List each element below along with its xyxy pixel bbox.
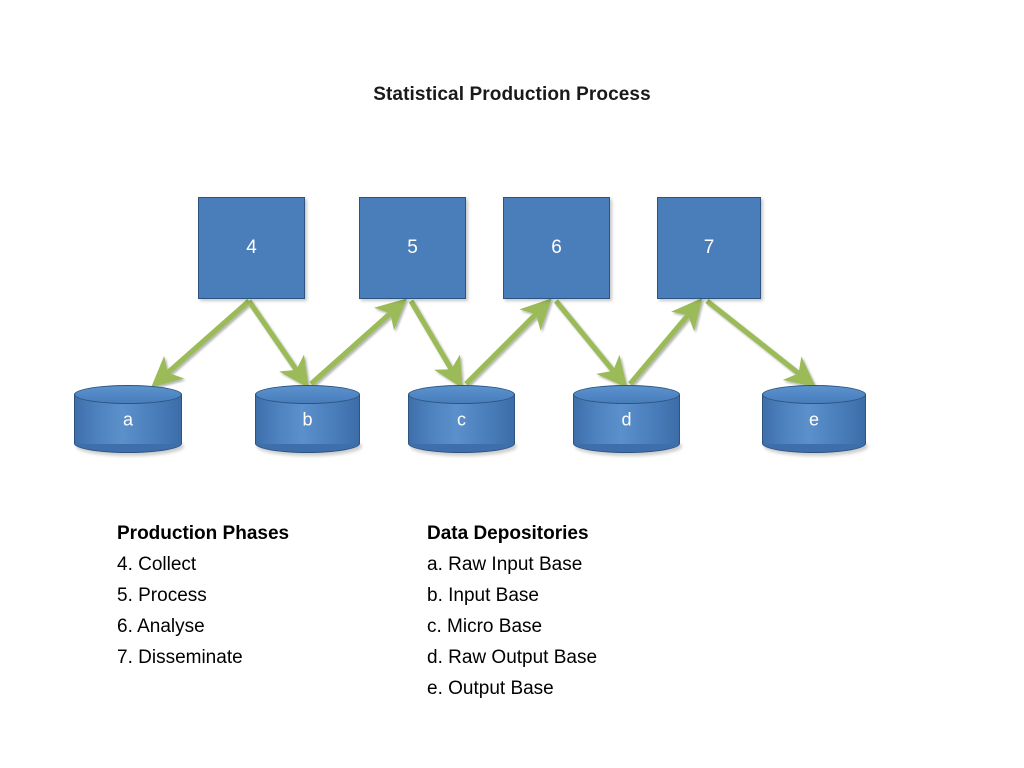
depository-cylinder-b[interactable]: b: [255, 385, 360, 453]
legend-item: 7. Disseminate: [117, 647, 243, 668]
legend-item: a. Raw Input Base: [427, 554, 583, 575]
process-box-7[interactable]: 7: [657, 197, 761, 299]
cylinder-top-ellipse: [573, 385, 680, 404]
depository-cylinder-c[interactable]: c: [408, 385, 515, 453]
cylinder-body: [408, 394, 515, 444]
page-title: Statistical Production Process: [373, 84, 651, 105]
legend-item: d. Raw Output Base: [427, 647, 598, 668]
legend-item: 4. Collect: [117, 554, 197, 575]
depository-cylinder-a[interactable]: a: [74, 385, 182, 453]
legend-data-depositories: Data Depositories a. Raw Input Base b. I…: [427, 518, 597, 704]
depository-cylinder-e[interactable]: e: [762, 385, 866, 453]
exchange-arrows: [151, 298, 817, 389]
process-box-label: 5: [407, 237, 418, 258]
process-box-6[interactable]: 6: [503, 197, 610, 299]
exchange-arrow-7-to-e: [705, 298, 817, 388]
legend-item: c. Micro Base: [427, 616, 543, 637]
exchange-arrow-d-to-7: [628, 298, 703, 386]
cylinder-top-ellipse: [408, 385, 515, 404]
depository-label: d: [621, 409, 632, 430]
process-box-4[interactable]: 4: [198, 197, 305, 299]
legend-item: b. Input Base: [427, 585, 539, 606]
cylinder-top-ellipse: [74, 385, 182, 404]
depository-label: b: [302, 409, 313, 430]
process-box-label: 6: [551, 237, 562, 258]
legend-production-phases: Production Phases 4. Collect 5. Process …: [117, 518, 289, 673]
legend-data-depositories-title: Data Depositories: [427, 523, 589, 544]
exchange-arrow-5-to-c: [408, 299, 463, 389]
exchange-arrow-4-to-b: [246, 299, 309, 389]
exchange-arrow-4-to-a: [151, 299, 251, 388]
exchange-arrow-b-to-5: [309, 298, 407, 386]
cylinder-top-ellipse: [255, 385, 360, 404]
depository-label: a: [122, 409, 133, 430]
cylinder-top-ellipse: [762, 385, 866, 404]
exchange-arrow-c-to-6: [464, 298, 552, 386]
process-box-label: 4: [246, 237, 257, 258]
depository-label: e: [808, 409, 819, 430]
process-box-label: 7: [703, 237, 715, 258]
exchange-arrow-6-to-d: [553, 299, 628, 389]
legend-item: 6. Analyse: [117, 616, 205, 637]
legend-item: 5. Process: [117, 585, 207, 606]
process-box-5[interactable]: 5: [359, 197, 466, 299]
legend-item: e. Output Base: [427, 678, 554, 699]
legend-production-phases-title: Production Phases: [117, 523, 290, 544]
depository-label: c: [457, 409, 466, 430]
depository-cylinder-d[interactable]: d: [573, 385, 680, 453]
